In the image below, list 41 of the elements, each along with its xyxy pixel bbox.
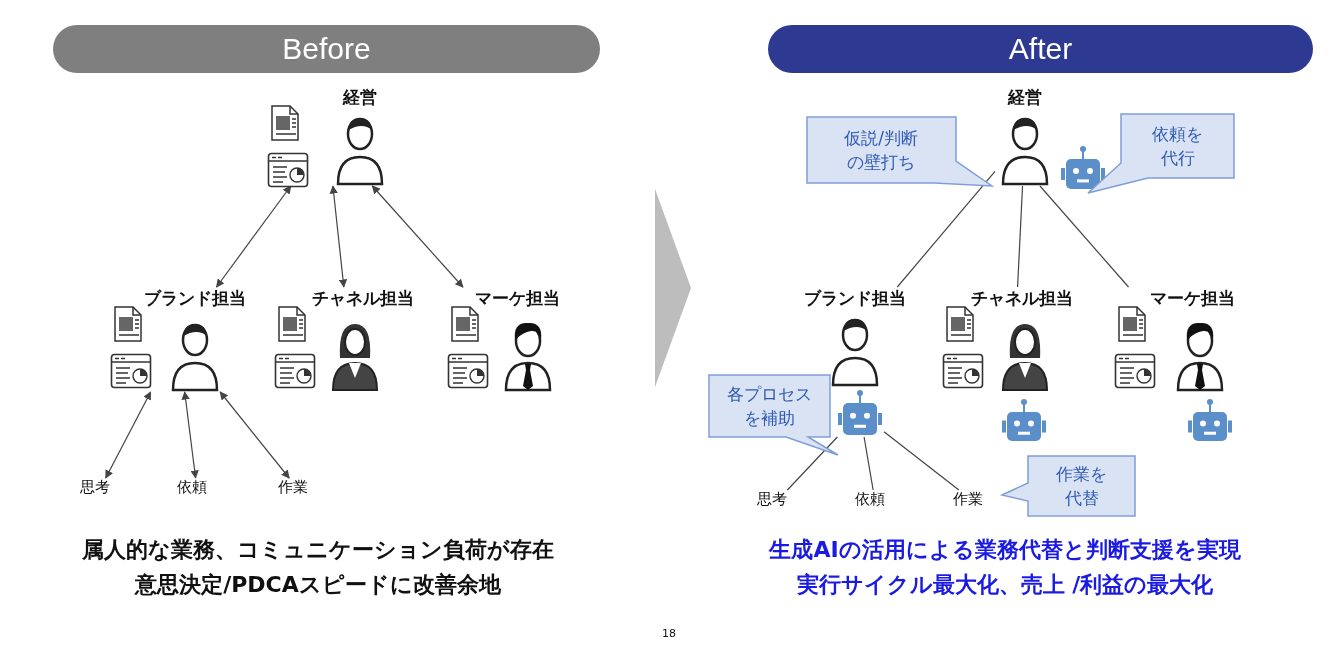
page-number: 18 [662,627,676,640]
summary-text: 実行サイクル最大化、売上 /利益の最大化 [796,571,1214,599]
arrow [329,185,348,288]
role-label: 経営 [1008,86,1042,109]
arrow [219,391,290,479]
connector-line [1017,185,1024,288]
callout-text: 作業を代替 [1055,462,1108,510]
heading-banner: Before [53,25,600,73]
arrow [371,185,464,288]
callout-text: 各プロセスを補助 [725,382,813,430]
robot-icon [1058,145,1108,191]
role-label: マーケ担当 [474,287,560,310]
connector-line [863,436,874,491]
summary-text: 属人的な業務、コミュニケーション負荷が存在 [82,536,554,564]
connector-line [1039,185,1130,288]
task-label: 作業 [953,490,983,509]
arrow [105,391,152,479]
robot-icon [1186,398,1234,443]
callout-text: 依頼を代行 [1151,122,1204,170]
arrow [215,185,292,288]
task-label: 思考 [757,490,787,509]
robot-icon [836,389,884,437]
summary-text: 意思決定/PDCAスピードに改善余地 [135,571,501,599]
connector-line [896,170,996,288]
heading-banner: After [768,25,1313,73]
role-label: 経営 [343,86,377,109]
arrow [181,391,199,479]
callout-text: 仮説/判断の壁打ち [843,126,919,174]
role-label: ブランド担当 [144,287,246,310]
task-label: 思考 [80,478,110,497]
robot-icon [1000,398,1048,443]
connector-line [786,436,838,491]
role-label: マーケ担当 [1149,287,1235,310]
summary-text: 生成AIの活用による業務代替と判断支援を実現 [769,536,1241,564]
role-label: チャネル担当 [971,287,1073,310]
role-label: ブランド担当 [804,287,906,310]
role-label: チャネル担当 [312,287,414,310]
connector-line [883,431,960,491]
task-label: 依頼 [855,490,885,509]
task-label: 作業 [278,478,308,497]
task-label: 依頼 [177,478,207,497]
